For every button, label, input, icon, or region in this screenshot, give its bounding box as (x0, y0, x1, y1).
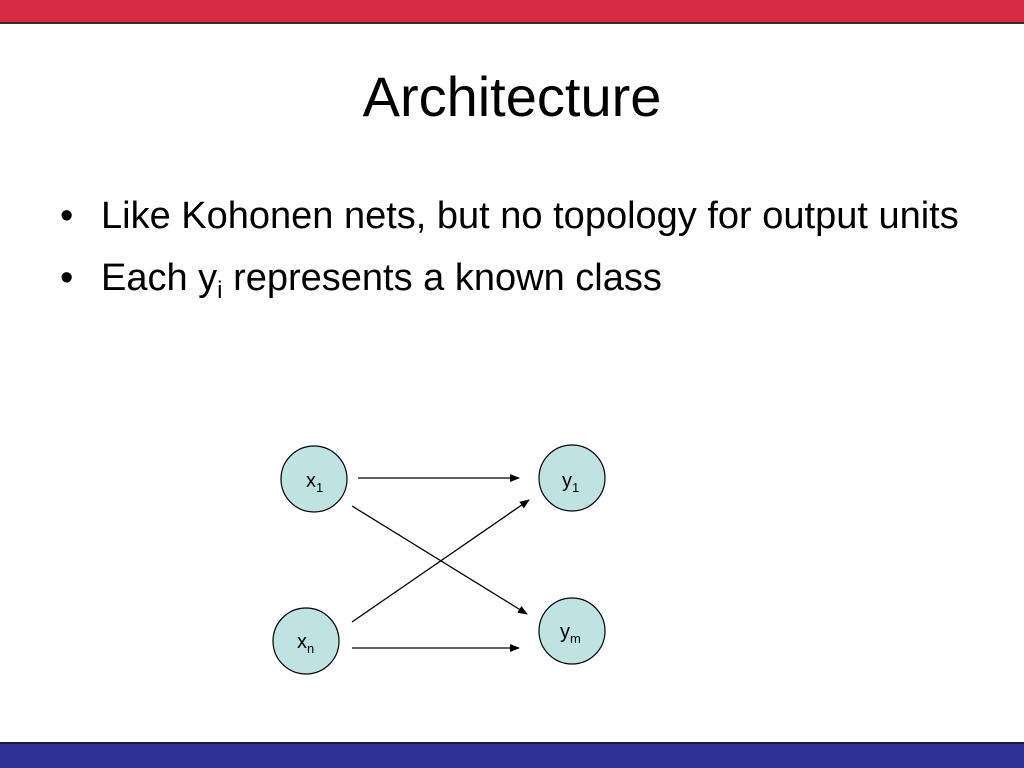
bottom-accent-bar (0, 742, 1024, 768)
slide-title: Architecture (362, 65, 662, 128)
bullet-subscript: i (217, 277, 223, 304)
node-circle (272, 607, 340, 675)
bullet-text-before: Each y (101, 257, 218, 299)
node-xn: xn (272, 607, 340, 675)
edge-xn-y1 (351, 499, 530, 623)
node-label: xn (297, 631, 314, 656)
bullet-marker: • (60, 195, 74, 237)
node-circle (280, 445, 348, 513)
node-y1: y1 (538, 444, 606, 512)
bullet-list: • Like Kohonen nets, but no topology for… (60, 190, 960, 314)
node-circle (538, 597, 606, 665)
node-label: x1 (306, 470, 323, 495)
node-x1: x1 (280, 445, 348, 513)
bullet-text: Like Kohonen nets, but no topology for o… (101, 195, 959, 237)
bullet-marker: • (60, 257, 74, 299)
node-label: ym (560, 621, 581, 646)
node-circle (538, 444, 606, 512)
top-accent-bar (0, 0, 1024, 24)
bullet-item-known-class: • Each yi represents a known class (60, 252, 960, 304)
node-label: y1 (562, 470, 579, 495)
edge-x1-ym (351, 505, 528, 615)
bullet-text-after: represents a known class (222, 257, 662, 299)
node-ym: ym (538, 597, 606, 665)
bullet-item-kohonen: • Like Kohonen nets, but no topology for… (60, 190, 960, 242)
